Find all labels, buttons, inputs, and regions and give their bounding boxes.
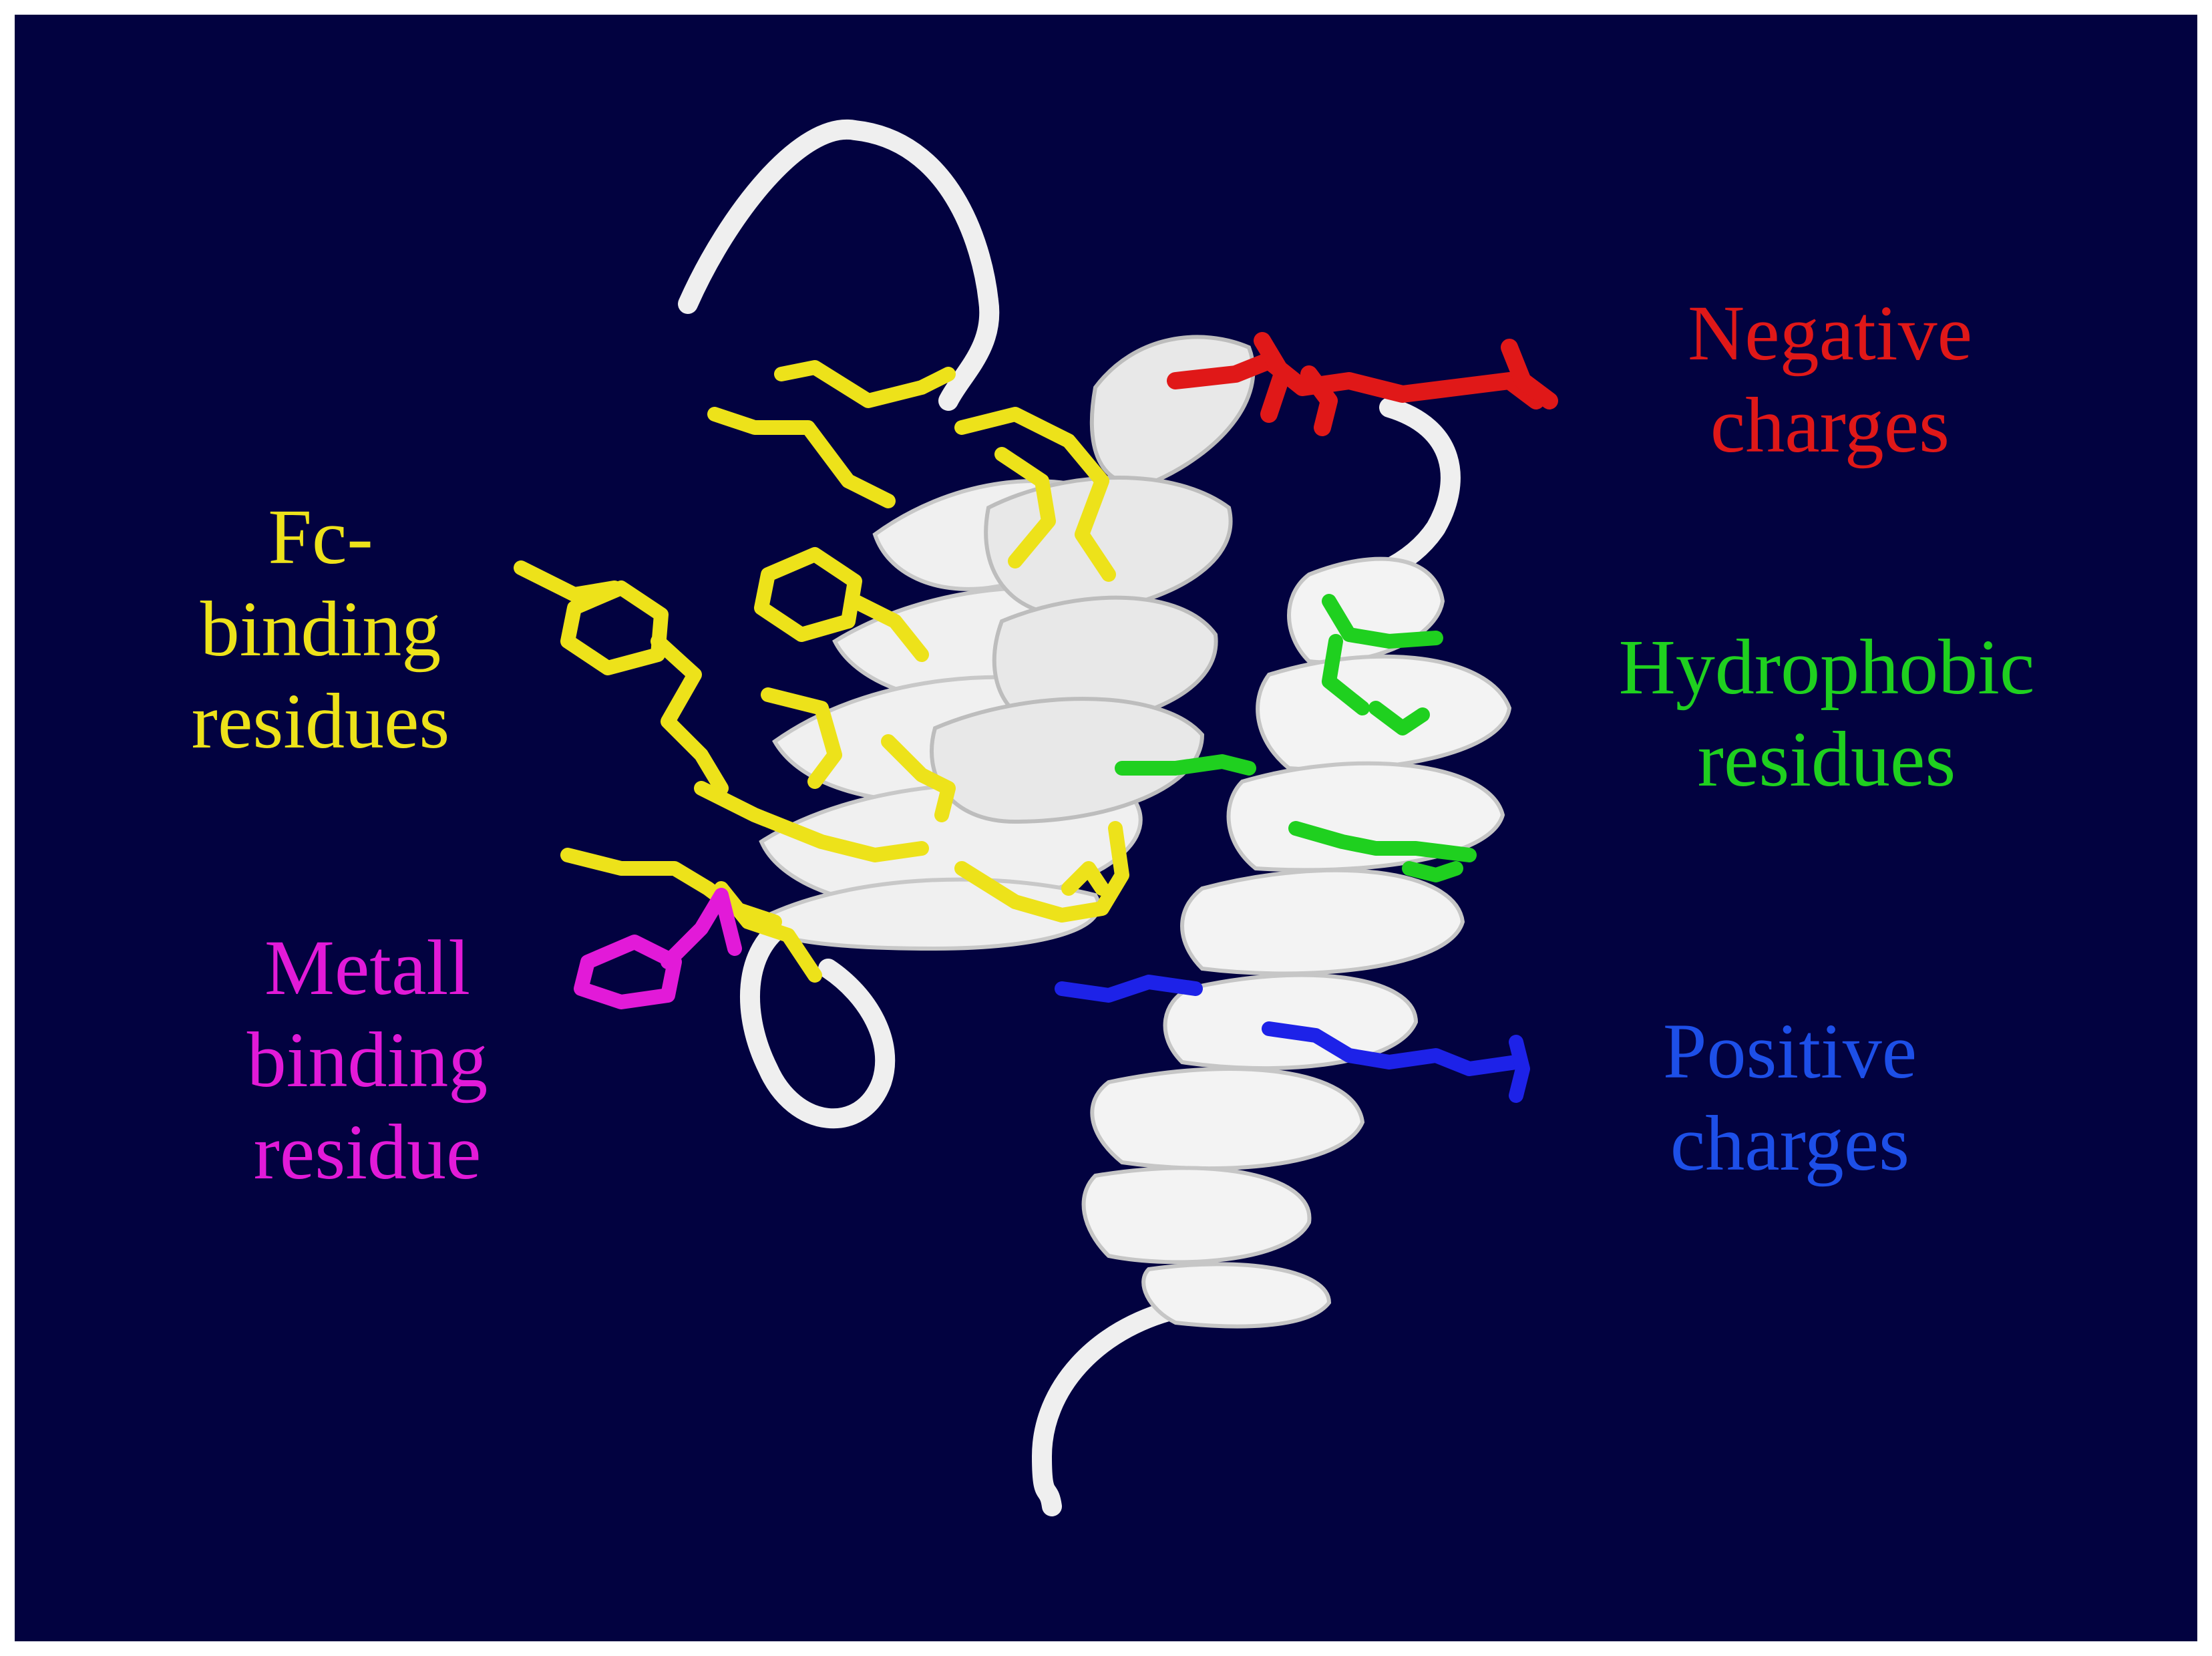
label-fc-line3: residues: [191, 677, 450, 765]
label-hydrophobic-line1: Hydrophobic: [1618, 623, 2035, 711]
label-negative-line1: Negative: [1688, 289, 1972, 377]
label-positive-line1: Positive: [1662, 1007, 1917, 1095]
label-positive-line2: charges: [1670, 1100, 1910, 1187]
fc-binding-residues: [514, 360, 1129, 983]
label-fc-binding-residues: Fc- binding residues: [120, 491, 521, 768]
label-negative-line2: charges: [1710, 381, 1950, 469]
label-metal-line2: binding: [246, 1016, 488, 1104]
label-hydrophobic-residues: Hydrophobic residues: [1509, 621, 2144, 806]
hydrophobic-residues: [1115, 594, 1477, 882]
backbone-coil: [678, 119, 1461, 1516]
label-metal-line1: Metall: [264, 924, 471, 1011]
label-metal-binding-residue: Metall binding residue: [167, 922, 568, 1198]
negative-charge-residues: [1167, 332, 1558, 436]
label-fc-line2: binding: [200, 585, 441, 673]
label-negative-charges: Negative charges: [1596, 287, 2064, 472]
positive-charge-residues: [1055, 975, 1530, 1103]
label-hydrophobic-line2: residues: [1697, 715, 1956, 803]
label-fc-line1: Fc-: [268, 493, 373, 581]
label-positive-charges: Positive charges: [1556, 1005, 2024, 1190]
label-metal-line3: residue: [253, 1108, 482, 1196]
metal-binding-residue: [574, 888, 742, 1009]
